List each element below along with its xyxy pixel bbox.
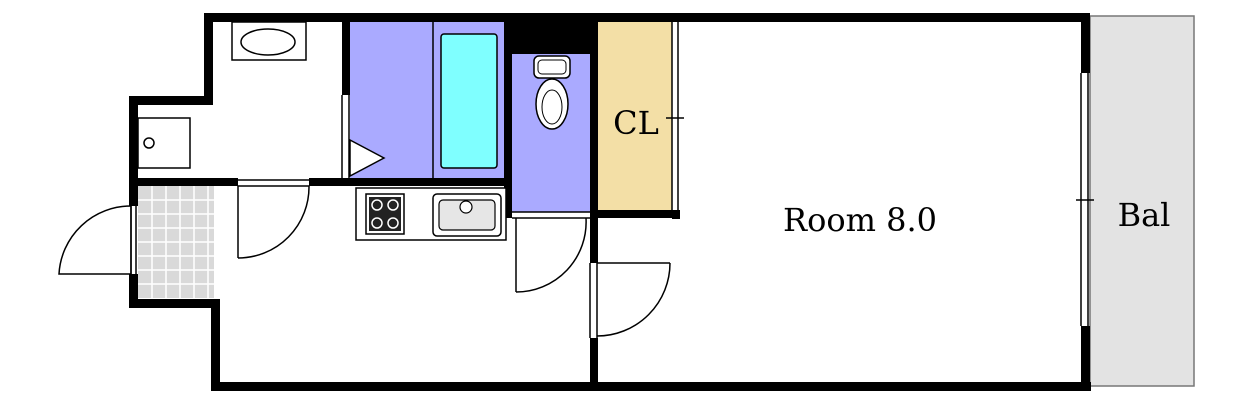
washroom-door	[237, 179, 310, 259]
bathroom-door	[341, 95, 386, 178]
balcony-label: Bal	[1118, 196, 1171, 234]
washing-machine-pan-icon	[137, 117, 191, 169]
bathtub-icon	[432, 22, 498, 178]
entrance-tile	[138, 186, 214, 298]
closet-floor	[598, 22, 672, 210]
walls	[129, 13, 1091, 391]
kitchen-sink-icon	[432, 193, 502, 237]
room-door	[589, 262, 671, 338]
washbasin-icon	[231, 21, 307, 61]
toilet-icon	[533, 55, 571, 130]
gas-stove-icon	[365, 193, 405, 235]
balcony-area	[1089, 15, 1195, 387]
closet-door	[666, 22, 684, 210]
closet-label: CL	[613, 104, 659, 142]
entrance-door	[58, 205, 137, 275]
balcony-window	[1076, 73, 1094, 326]
toilet-door	[512, 211, 590, 293]
room-label: Room 8.0	[783, 201, 937, 239]
